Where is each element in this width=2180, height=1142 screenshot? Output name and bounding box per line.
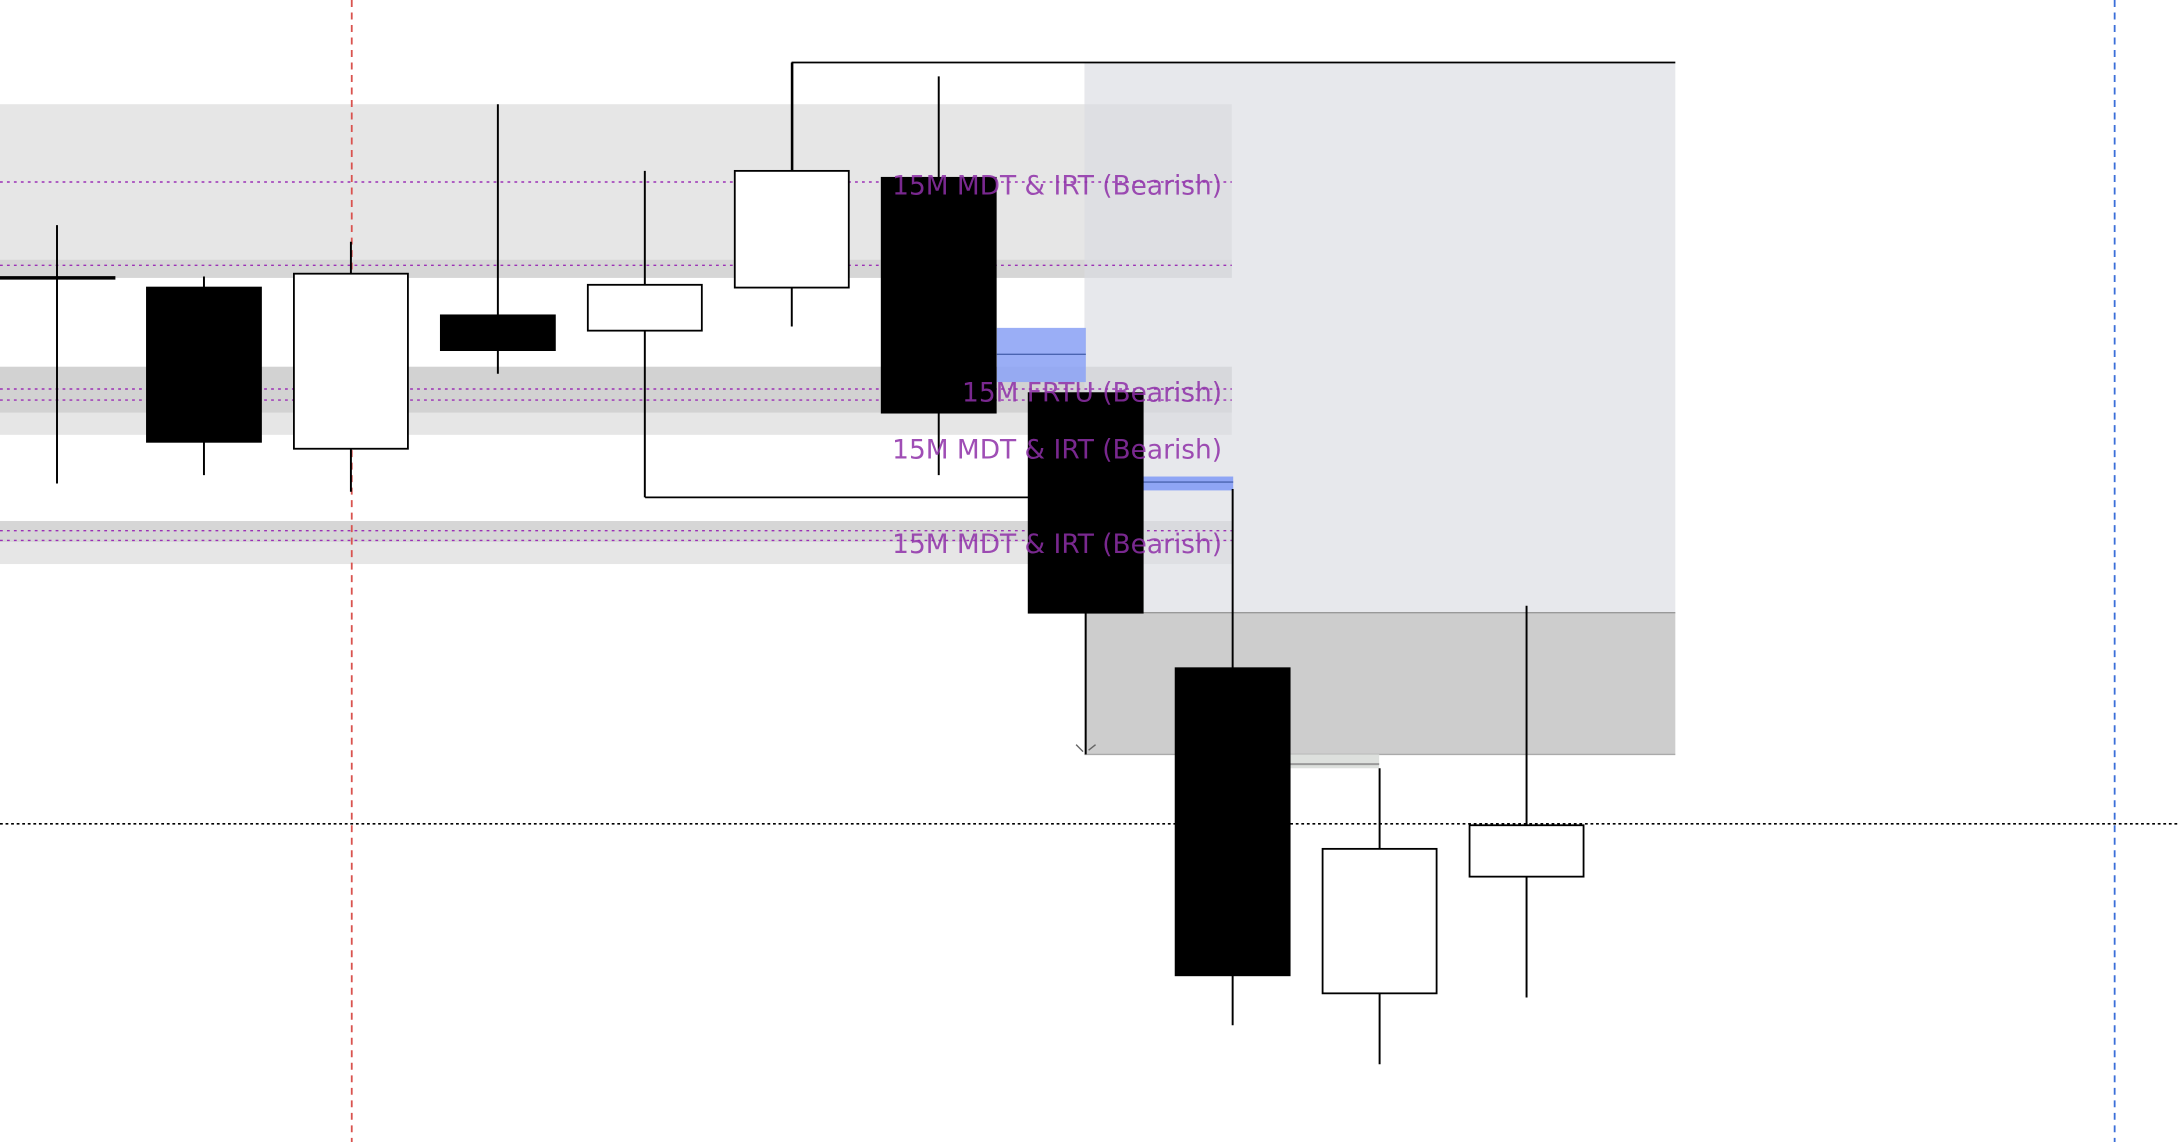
bearish-candle[interactable]	[1027, 392, 1144, 614]
bullish-candle[interactable]	[733, 169, 850, 289]
zone-label-2: 15M FRTU (Bearish)	[962, 378, 1222, 409]
bearish-candle[interactable]	[439, 314, 556, 352]
zone-3-strip	[0, 520, 1232, 542]
bearish-candle[interactable]	[880, 176, 997, 414]
zone-1-strip	[0, 259, 1232, 278]
bearish-candle[interactable]	[1174, 667, 1291, 977]
bullish-candle[interactable]	[586, 283, 703, 332]
target-box	[1290, 754, 1380, 769]
zone-1	[0, 104, 1232, 278]
bullish-candle[interactable]	[293, 272, 409, 450]
range-box-lower	[1084, 612, 1676, 755]
zone-label-3: 15M MDT & IRT (Bearish)	[892, 529, 1222, 560]
zone-label-1: 15M MDT & IRT (Bearish)	[892, 171, 1222, 202]
bullish-candle[interactable]	[1468, 824, 1585, 878]
arrow-marker-icon	[1075, 744, 1096, 753]
candles	[56, 62, 1585, 1065]
bullish-candle[interactable]	[1321, 847, 1438, 995]
bearish-candle[interactable]	[146, 286, 262, 443]
fvg-box-2	[1142, 476, 1234, 491]
range-box-upper	[1084, 62, 1676, 613]
zone-label-2b: 15M MDT & IRT (Bearish)	[892, 434, 1222, 465]
